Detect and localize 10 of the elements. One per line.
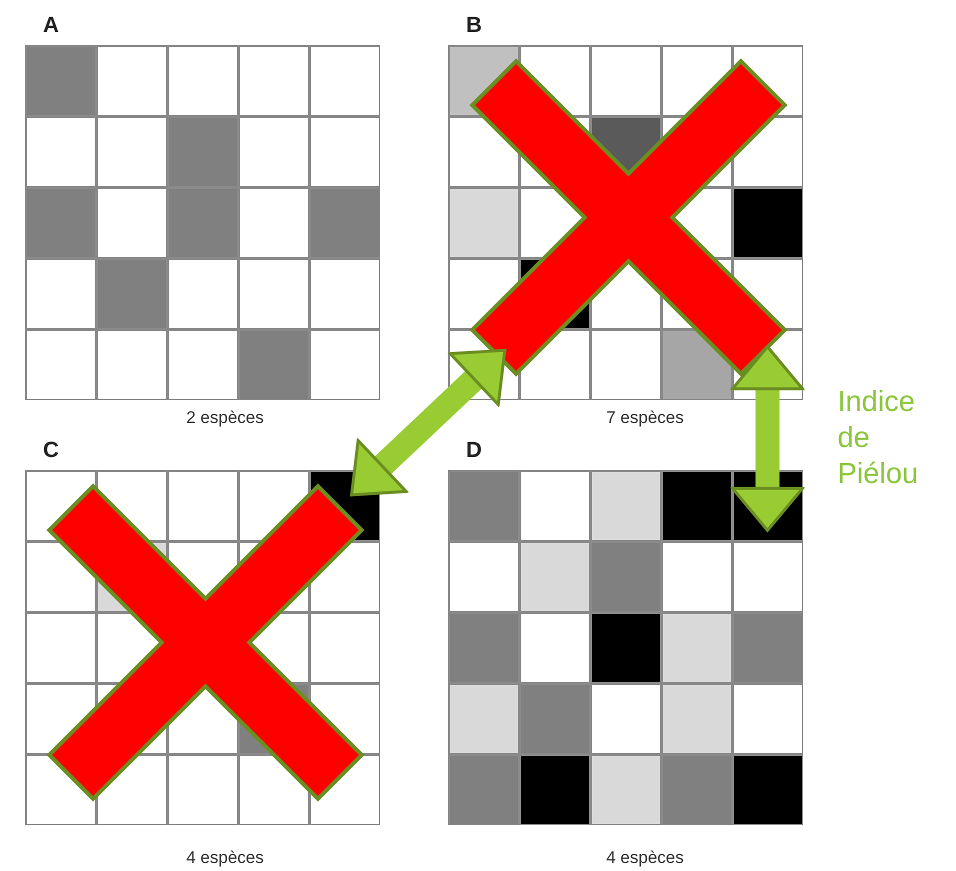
- species-count: 7 espèces: [605, 408, 685, 428]
- panel-letter: A: [43, 12, 59, 38]
- double-arrow: [350, 348, 506, 496]
- species-count: 4 espèces: [605, 848, 685, 868]
- species-count: 4 espèces: [185, 848, 265, 868]
- species-count: 2 espèces: [185, 408, 265, 428]
- panel-letter: C: [43, 437, 59, 463]
- panel-letter: D: [466, 437, 482, 463]
- double-arrow: [731, 345, 804, 532]
- panel-letter: B: [466, 12, 482, 38]
